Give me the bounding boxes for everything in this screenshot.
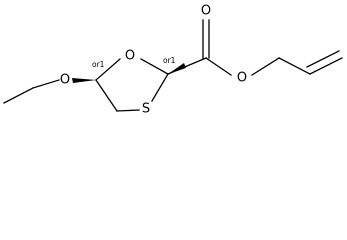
bond-o-c5 xyxy=(95,58,121,81)
bond-c2-o xyxy=(140,58,169,75)
atom-carbonyl-oxygen: O xyxy=(201,4,211,19)
wedge-c2-carbonyl xyxy=(168,63,186,74)
bond-vinyl-double-2 xyxy=(306,50,340,68)
stereo-label-c2: or1 xyxy=(163,56,176,65)
molecule-structure: O O S O O or1 or1 xyxy=(3,4,343,117)
atom-ethoxy-oxygen: O xyxy=(60,73,70,88)
wedges xyxy=(72,63,186,83)
atom-ester-oxygen: O xyxy=(237,71,247,86)
stereo-label-c5: or1 xyxy=(92,60,105,69)
bond-o-allyl-ch2 xyxy=(251,57,280,76)
atom-labels: O O S O O xyxy=(60,4,247,117)
bond-vinyl-double-1 xyxy=(309,57,343,75)
bond-c4-s xyxy=(116,109,140,112)
bonds xyxy=(3,19,343,112)
atom-ring-oxygen: O xyxy=(125,49,135,64)
bond-carbonyl-o xyxy=(205,57,232,76)
bond-s-c2 xyxy=(151,73,169,102)
wedge-c5-oet xyxy=(72,78,96,83)
bond-allyl-ch2-ch xyxy=(278,57,311,75)
bond-c5-c4 xyxy=(95,79,118,112)
bond-ch3-ch2 xyxy=(3,87,34,104)
atom-ring-sulfur: S xyxy=(142,102,150,117)
bond-ch2-o xyxy=(32,79,60,89)
stereo-labels: or1 or1 xyxy=(92,56,176,69)
